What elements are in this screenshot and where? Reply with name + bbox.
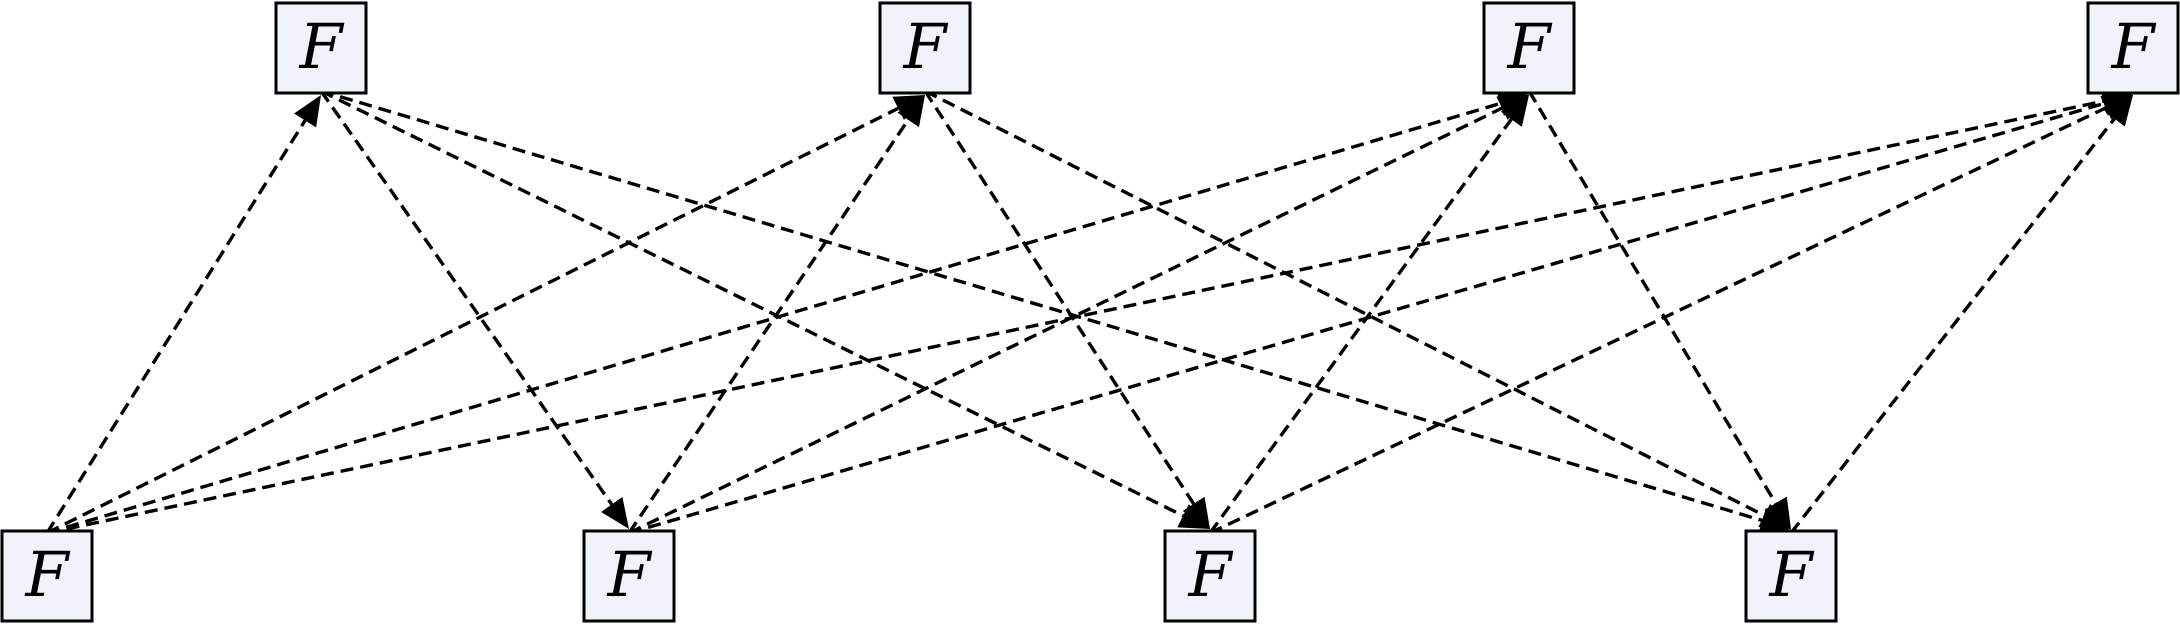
arrowhead-b4-to-t4: [2104, 95, 2133, 127]
bottom-node-4-label: F: [1768, 538, 1814, 611]
bottom-node-2: F: [582, 529, 676, 623]
edge-b1-to-t1: [45, 119, 307, 534]
top-node-1-label: F: [298, 10, 344, 83]
top-node-3-label: F: [1506, 10, 1552, 83]
edge-t1-to-b2: [319, 90, 614, 506]
arrowhead-t3-to-b4: [1764, 496, 1791, 529]
top-node-2-label: F: [902, 10, 948, 83]
edges-layer: [45, 88, 2133, 535]
bottom-node-3-box: [1163, 529, 1257, 623]
bottom-node-1-box: [0, 529, 94, 623]
edge-t1-to-b3: [320, 89, 1184, 518]
top-node-2-box: [878, 1, 972, 95]
bottom-node-3: F: [1163, 529, 1257, 623]
bottom-node-2-label: F: [606, 538, 652, 611]
edge-t2-to-b3: [923, 90, 1196, 505]
arrowhead-t1-to-b2: [601, 496, 629, 529]
top-node-1: F: [274, 1, 368, 95]
top-node-1-box: [274, 1, 368, 95]
top-node-2: F: [878, 1, 972, 95]
bottom-node-3-label: F: [1187, 538, 1233, 611]
top-node-3-box: [1482, 1, 1576, 95]
top-node-4-box: [2086, 1, 2180, 95]
edge-b1-to-t3: [46, 101, 1501, 535]
edge-b3-to-t4: [1209, 106, 2107, 535]
bottom-node-1-label: F: [24, 538, 70, 611]
edge-b2-to-t3: [628, 106, 1503, 535]
bottom-node-4: F: [1744, 529, 1838, 623]
arrowhead-b3-to-t3: [1500, 95, 1529, 127]
top-node-4: F: [2086, 1, 2180, 95]
arrowhead-t2-to-b3: [1182, 496, 1210, 529]
edge-b2-to-t2: [627, 118, 910, 534]
arrowhead-b2-to-t2: [897, 95, 925, 128]
edge-b1-to-t2: [46, 106, 899, 535]
top-node-3: F: [1482, 1, 1576, 95]
edge-b3-to-t3: [1208, 118, 1513, 535]
edge-t2-to-b4: [924, 89, 1765, 517]
edge-b4-to-t4: [1789, 117, 2116, 535]
bottom-node-1: F: [0, 529, 94, 623]
arrowhead-b1-to-t1: [294, 95, 321, 128]
bottom-node-4-box: [1744, 529, 1838, 623]
edge-t3-to-b4: [1527, 90, 1778, 505]
edge-t1-to-b4: [320, 89, 1763, 523]
bottom-node-2-box: [582, 529, 676, 623]
top-node-4-label: F: [2110, 10, 2156, 83]
